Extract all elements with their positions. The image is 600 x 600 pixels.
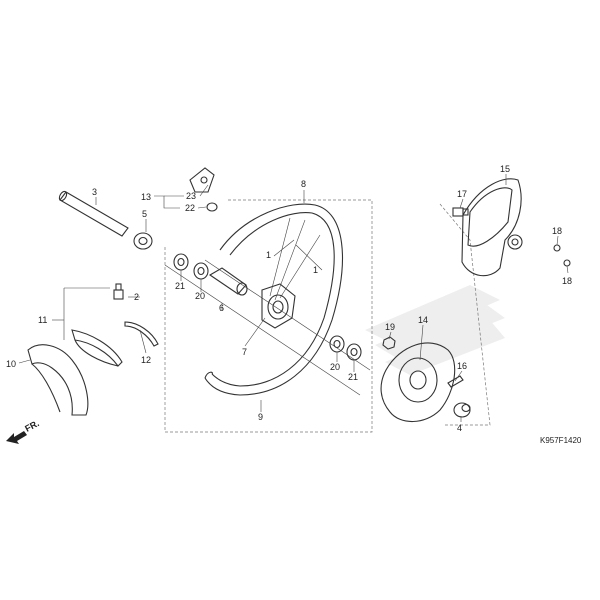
callout-9: 9	[258, 412, 263, 422]
brake-disc	[380, 342, 456, 423]
callout-2: 2	[134, 292, 139, 302]
callout-21b: 21	[348, 372, 358, 382]
front-arrow: FR.	[6, 418, 41, 444]
valve-cap	[113, 283, 124, 300]
spokes	[269, 217, 321, 301]
callout-15: 15	[500, 164, 510, 174]
callout-21a: 21	[175, 281, 185, 291]
callout-22: 22	[185, 203, 195, 213]
screw-lower	[563, 259, 571, 267]
bracket-nut	[206, 202, 218, 212]
callout-1a: 1	[266, 250, 271, 260]
diagram-code: K957F1420	[540, 436, 582, 445]
cover-bolt	[452, 207, 469, 217]
callout-17: 17	[457, 189, 467, 199]
callout-14: 14	[418, 315, 428, 325]
callout-5: 5	[142, 209, 147, 219]
rim	[204, 203, 343, 396]
callout-16: 16	[457, 361, 467, 371]
brake-disc-box	[439, 203, 491, 426]
callout-20a: 20	[195, 291, 205, 301]
callout-12: 12	[141, 355, 151, 365]
callout-1b: 1	[313, 265, 318, 275]
callout-8: 8	[301, 179, 306, 189]
screw-upper	[553, 244, 561, 252]
callout-18a: 18	[552, 226, 562, 236]
callout-7: 7	[242, 347, 247, 357]
disc-nut	[382, 336, 396, 350]
bearing-left-inner	[193, 262, 209, 280]
callout-numbers: 3 5 13 23 22 8 1 1 21 20 6 7 9 20 21 2 1…	[6, 164, 572, 433]
callout-23: 23	[186, 191, 196, 201]
wheel-assembly-box	[164, 199, 373, 433]
side-collar	[453, 402, 471, 418]
callout-20b: 20	[330, 362, 340, 372]
bearing-left-outer	[173, 253, 189, 271]
leader-lines	[18, 174, 569, 422]
callout-19: 19	[385, 322, 395, 332]
dust-seal	[133, 232, 153, 250]
speedo-bracket	[189, 167, 215, 193]
callout-10: 10	[6, 359, 16, 369]
callout-18b: 18	[562, 276, 572, 286]
watermark-logo	[365, 285, 505, 375]
bearing-right-inner	[329, 335, 345, 353]
disc-bolt	[447, 375, 464, 388]
callout-13: 13	[141, 192, 151, 202]
bearing-right-outer	[346, 343, 362, 361]
front-label: FR.	[23, 418, 40, 434]
callout-3: 3	[92, 187, 97, 197]
axle-shaft	[58, 190, 129, 237]
callout-4: 4	[457, 423, 462, 433]
callout-6: 6	[219, 303, 224, 313]
disc-cover	[461, 178, 523, 277]
rim-band	[124, 321, 159, 347]
tire	[27, 344, 89, 416]
callout-11: 11	[38, 315, 47, 325]
inner-tube	[71, 329, 123, 367]
distance-collar	[208, 267, 248, 296]
